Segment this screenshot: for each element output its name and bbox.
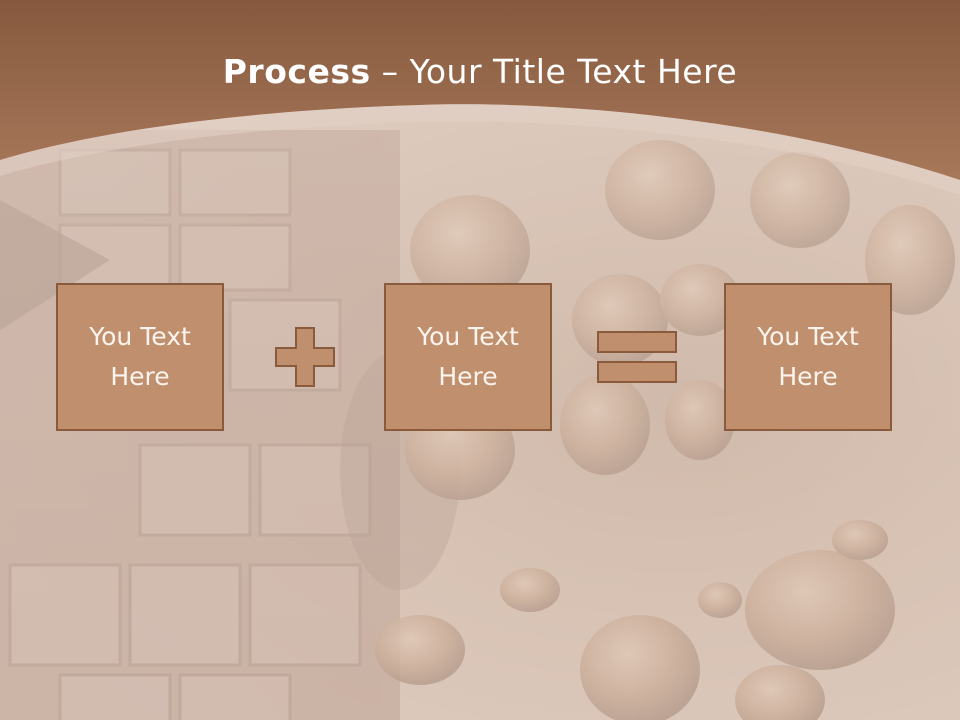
process-box-1[interactable]: You Text Here [56, 283, 224, 431]
equals-icon [597, 331, 677, 383]
slide-title-bold: Process [222, 52, 371, 91]
slide-title: Process – Your Title Text Here [0, 52, 960, 91]
slide-title-rest: – Your Title Text Here [370, 52, 738, 91]
plus-icon [275, 327, 335, 387]
process-box-2[interactable]: You Text Here [384, 283, 552, 431]
process-box-3[interactable]: You Text Here [724, 283, 892, 431]
